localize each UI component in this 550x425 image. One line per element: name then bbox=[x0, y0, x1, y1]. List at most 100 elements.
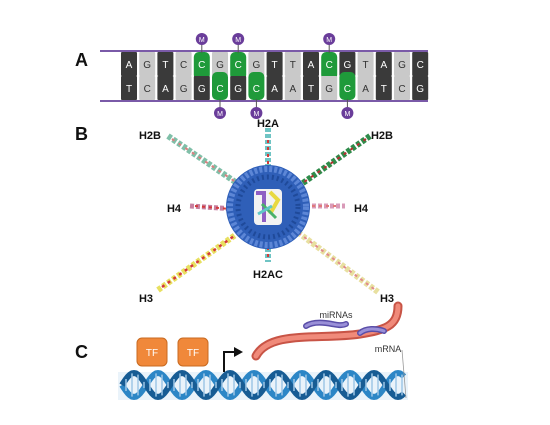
tail-label-h3-left: H3 bbox=[139, 293, 153, 305]
base-bottom-2: A bbox=[157, 76, 174, 100]
base-letter: G bbox=[234, 84, 242, 95]
base-letter: G bbox=[398, 60, 406, 71]
methyl-marks: M M M M M M bbox=[195, 33, 354, 119]
methyl-mark-top-4: M bbox=[195, 33, 208, 53]
base-top-4: C bbox=[193, 52, 210, 80]
transcription-factor-1: TF bbox=[136, 337, 168, 367]
base-top-12: G bbox=[339, 52, 356, 76]
mirna-1-highlight bbox=[304, 321, 348, 328]
base-bottom-11: G bbox=[321, 76, 338, 100]
base-letter: A bbox=[380, 60, 387, 71]
base-letter: C bbox=[235, 60, 242, 71]
base-letter: A bbox=[362, 84, 369, 95]
nucleosome-core bbox=[226, 165, 310, 249]
base-top-16: C bbox=[412, 52, 429, 76]
base-bottom-13: A bbox=[357, 76, 374, 100]
base-bottom-5: C bbox=[212, 72, 228, 100]
base-bottom-6: G bbox=[230, 76, 247, 100]
base-letter: T bbox=[381, 84, 387, 95]
tf-label-2: TF bbox=[187, 348, 199, 359]
panel-c-transcription: TF TF miRNAs mRNA bbox=[118, 301, 408, 401]
tail-label-h2ac: H2AC bbox=[253, 269, 283, 281]
base-top-0: A bbox=[121, 52, 137, 76]
tail-label-h2b-right: H2B bbox=[371, 130, 393, 142]
base-letter: T bbox=[290, 60, 296, 71]
base-letter: G bbox=[416, 84, 424, 95]
base-top-3: C bbox=[175, 52, 192, 76]
svg-text:M: M bbox=[344, 111, 350, 118]
base-letter: A bbox=[162, 84, 169, 95]
mrna-label: mRNA bbox=[375, 344, 402, 354]
base-bottom-14: T bbox=[375, 76, 392, 100]
svg-text:M: M bbox=[326, 37, 332, 44]
tail-h3-right bbox=[290, 225, 380, 295]
transcription-factor-2: TF bbox=[177, 337, 209, 367]
tf-label-1: TF bbox=[146, 348, 158, 359]
base-bottom-7: C bbox=[248, 72, 265, 100]
tail-label-h2a: H2A bbox=[257, 118, 279, 130]
base-bottom-4: G bbox=[193, 76, 210, 100]
base-bottom-9: A bbox=[284, 76, 301, 100]
base-top-13: T bbox=[357, 52, 374, 76]
base-letter: C bbox=[417, 60, 424, 71]
base-letter: A bbox=[271, 84, 278, 95]
base-top-11: C bbox=[321, 52, 338, 80]
panel-label-c: C bbox=[75, 342, 88, 362]
base-letter: C bbox=[144, 84, 151, 95]
methyl-mark-bottom-7: M bbox=[250, 99, 263, 119]
base-bottom-1: C bbox=[139, 76, 156, 100]
tail-h2b-left bbox=[166, 133, 252, 195]
base-letter: T bbox=[363, 60, 369, 71]
base-letter: G bbox=[253, 60, 261, 71]
base-letter: G bbox=[216, 60, 224, 71]
base-top-10: A bbox=[303, 52, 319, 76]
svg-text:M: M bbox=[217, 111, 223, 118]
tail-label-h2b-left: H2B bbox=[139, 130, 161, 142]
mrna-highlight bbox=[253, 303, 401, 359]
methyl-mark-top-11: M bbox=[323, 33, 336, 53]
base-letter: G bbox=[143, 60, 151, 71]
methyl-mark-bottom-12: M bbox=[341, 99, 354, 119]
base-top-15: G bbox=[394, 52, 410, 76]
base-letter: C bbox=[198, 60, 205, 71]
base-letter: T bbox=[308, 84, 314, 95]
base-letter: A bbox=[126, 60, 133, 71]
base-bottom-3: G bbox=[175, 76, 192, 100]
base-top-5: G bbox=[212, 52, 228, 76]
base-top-14: A bbox=[375, 52, 392, 76]
base-letter: A bbox=[308, 60, 315, 71]
base-letter: C bbox=[180, 60, 187, 71]
methyl-mark-bottom-5: M bbox=[214, 99, 226, 119]
base-bottom-15: C bbox=[394, 76, 410, 100]
base-bottom-8: A bbox=[266, 76, 283, 100]
mrna-callout-line bbox=[401, 349, 407, 399]
panel-b-histone-modifications: H2A H2B H2B H4 H4 H2AC H3 H3 bbox=[139, 118, 394, 305]
svg-text:M: M bbox=[235, 37, 241, 44]
base-letter: C bbox=[398, 84, 405, 95]
base-letter: A bbox=[289, 84, 296, 95]
base-letter: T bbox=[162, 60, 168, 71]
tail-h3-left bbox=[156, 223, 250, 293]
base-letter: C bbox=[216, 84, 223, 95]
transcription-start-arrow bbox=[223, 347, 243, 372]
base-letter: C bbox=[344, 84, 351, 95]
mirna-2-highlight bbox=[358, 327, 386, 335]
base-letter: C bbox=[326, 60, 333, 71]
base-letter: G bbox=[325, 84, 333, 95]
base-top-9: T bbox=[284, 52, 301, 76]
svg-text:M: M bbox=[253, 111, 259, 118]
base-top-7: G bbox=[248, 52, 265, 76]
svg-text:M: M bbox=[199, 37, 205, 44]
base-letter: C bbox=[253, 84, 260, 95]
base-top-1: G bbox=[139, 52, 156, 76]
base-letter: G bbox=[180, 84, 188, 95]
tail-label-h3-right: H3 bbox=[380, 293, 394, 305]
base-bottom-16: G bbox=[412, 76, 429, 100]
base-bottom-10: T bbox=[303, 76, 319, 100]
base-letter: G bbox=[344, 60, 352, 71]
